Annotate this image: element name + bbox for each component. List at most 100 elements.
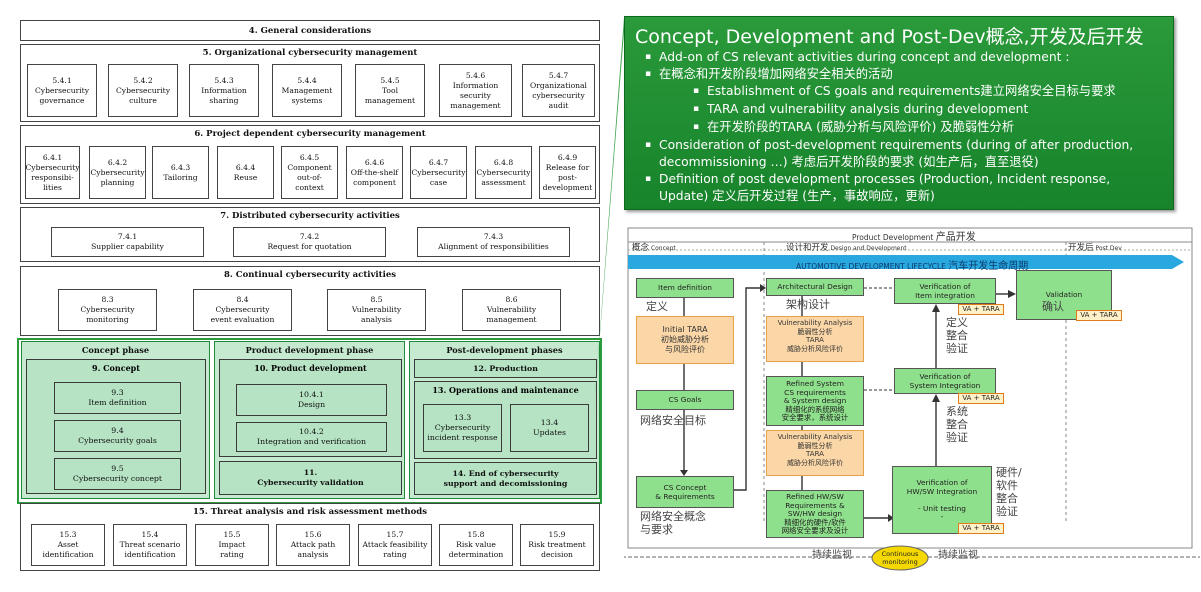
section-8: 8. Continual cybersecurity activities 8.…	[20, 266, 600, 336]
clause-box: 7.4.3 Alignment of responsibilities	[417, 227, 570, 257]
architectural-design-zh: 架构设计	[786, 298, 830, 311]
initial-tara-box: Initial TARA 初始威胁分析 与风险评价	[636, 316, 734, 364]
va-tara-badge: VA + TARA	[958, 523, 1004, 534]
bullet-icon: ▪	[693, 122, 700, 132]
clause-box: 6.4.6 Off-the-shelf component	[346, 146, 403, 199]
bullet-text: Update) 定义后开发过程 (生产，事故响应，更新)	[659, 189, 935, 203]
col-concept-zh: 概念	[632, 243, 650, 253]
col-postdev-en: Post Dev	[1095, 245, 1122, 252]
section-5: 5. Organizational cybersecurity manageme…	[20, 44, 600, 122]
eol-clause: 14. End of cybersecurity support and dec…	[414, 462, 597, 495]
bullet-icon: ▪	[645, 174, 652, 184]
bullet-text: 在开发阶段的TARA (威胁分析与风险评价) 及脆弱性分析	[707, 120, 1015, 134]
ops-clause: 13. Operations and maintenance 13.3 Cybe…	[414, 381, 597, 459]
clause-box: 5.4.2 Cybersecurity culture	[108, 64, 178, 117]
clause-box: 10.4.1 Design	[236, 384, 387, 416]
clause-box: 15.4 Threat scenario identification	[113, 524, 187, 566]
vulnerability-analysis-box: Vulnerability Analysis 脆弱性分析 TARA 威胁分析风险…	[766, 316, 864, 362]
section-15: 15. Threat analysis and risk assessment …	[20, 503, 600, 571]
bullet-text: Definition of post development processes…	[659, 172, 1111, 186]
clause-box: 5.4.7 Organizational cybersecurity audit	[522, 64, 595, 117]
product-clause-title: 10. Product development	[254, 363, 367, 373]
lifecycle-en: AUTOMOTIVE DEVELOPMENT LIFECYCLE	[796, 262, 946, 271]
col-postdev-zh: 开发后	[1068, 243, 1094, 253]
callout-pointer	[593, 18, 624, 422]
cs-concept-zh: 网络安全概念 与要求	[640, 510, 706, 536]
verification-hwsw-box: Verification of HW/SW Integration - Unit…	[892, 466, 992, 534]
clause-box: 6.4.7 Cybersecurity case	[410, 146, 467, 199]
cs-goals-zh: 网络安全目标	[640, 414, 706, 427]
clause-box: 5.4.6 Information security management	[439, 64, 512, 117]
bullet-line: ▪ 在概念和开发阶段增加网络安全相关的活动	[645, 67, 893, 81]
section-15-title: 15. Threat analysis and risk assessment …	[192, 507, 427, 517]
clause-box: 6.4.3 Tailoring	[152, 146, 209, 199]
bullet-text: 在概念和开发阶段增加网络安全相关的活动	[659, 67, 893, 81]
clause-box: 5.4.4 Management systems	[272, 64, 342, 117]
clause-box: 6.4.4 Reuse	[217, 146, 274, 199]
bullet-text: decommissioning …) 考虑后开发阶段的要求 (如生产后，直至退役…	[659, 155, 1039, 169]
bullet-text: Add-on of CS relevant activities during …	[659, 50, 1070, 64]
section-7-title: 7. Distributed cybersecurity activities	[220, 211, 400, 221]
clause-box: 6.4.8 Cybersecurity assessment	[475, 146, 532, 199]
product-phase: Product development phase 10. Product de…	[214, 341, 405, 499]
clause-box: 8.6 Vulnerability management	[462, 289, 561, 331]
clause-box: 9.3 Item definition	[54, 382, 181, 414]
clause-box: 15.7 Attack feasibility rating	[358, 524, 432, 566]
clause-box: 5.4.5 Tool management	[355, 64, 425, 117]
clause-box: 6.4.1 Cybersecurity responsibi- lities	[25, 146, 80, 199]
concept-phase: Concept phase 9. Concept 9.3 Item defini…	[21, 341, 210, 499]
bullet-line: ▪ Definition of post development processe…	[645, 172, 1111, 186]
flow-lines	[624, 227, 1200, 571]
bullet-line: ▪Consideration of post-development requi…	[645, 138, 1134, 152]
clause-box: 9.5 Cybersecurity concept	[54, 458, 181, 490]
clause-box: 7.4.2 Request for quotation	[233, 227, 386, 257]
section-7: 7. Distributed cybersecurity activities …	[20, 207, 600, 262]
section-6-title: 6. Project dependent cybersecurity manag…	[194, 129, 426, 139]
summary-banner: Concept, Development and Post-Dev概念,开发及后…	[624, 16, 1174, 210]
clause-box: 8.4 Cybersecurity event evaluation	[193, 289, 292, 331]
verification-hwsw-zh: 硬件/ 软件 整合 验证	[996, 466, 1022, 518]
bullet-line-cont: decommissioning …) 考虑后开发阶段的要求 (如生产后，直至退役…	[659, 155, 1039, 169]
clause-box: 13.3 Cybersecurity incident response	[423, 404, 502, 452]
clause-box: 5.4.1 Cybersecurity governance	[27, 64, 97, 117]
validation-clause: 11. Cybersecurity validation	[219, 461, 402, 495]
bullet-text: Consideration of post-development requir…	[659, 138, 1134, 152]
dev-lifecycle-diagram: Product Development 产品开发 概念 Concept 设计和开…	[624, 222, 1200, 572]
clause-box: 15.5 Impact rating	[195, 524, 269, 566]
section-4-title: 4. General considerations	[248, 26, 372, 36]
verification-system-box: Verification of System Integration	[894, 368, 996, 394]
bullet-icon: ▪	[645, 69, 652, 79]
bullet-text: Establishment of CS goals and requiremen…	[707, 84, 1116, 98]
bullet-icon: ▪	[693, 104, 700, 114]
validation-zh: 确认	[1042, 300, 1064, 313]
production-clause: 12. Production	[414, 359, 597, 378]
verification-system-zh: 系统 整合 验证	[946, 405, 968, 444]
verification-item-zh: 定义 整合 验证	[946, 316, 968, 355]
bullet-line: ▪TARA and vulnerability analysis during …	[693, 102, 1028, 116]
section-5-title: 5. Organizational cybersecurity manageme…	[202, 48, 418, 58]
va-tara-badge: VA + TARA	[1076, 310, 1122, 321]
verification-item-box: Verification of Item integration	[894, 278, 996, 304]
clause-box: 15.9 Risk treatment decision	[520, 524, 594, 566]
architectural-design-box: Architectural Design	[766, 278, 864, 296]
ops-clause-title: 13. Operations and maintenance	[432, 385, 579, 395]
clause-box: 8.5 Vulnerability analysis	[327, 289, 426, 331]
section-8-title: 8. Continual cybersecurity activities	[223, 270, 397, 280]
post-dev-phase-title: Post-development phases	[446, 345, 563, 355]
post-dev-phase: Post-development phases 12. Production 1…	[409, 341, 600, 499]
clause-box: 7.4.1 Supplier capability	[51, 227, 204, 257]
clause-box: 13.4 Updates	[510, 404, 589, 452]
refined-hwsw-box: Refined HW/SW Requirements & SW/HW desig…	[766, 490, 864, 538]
bullet-line: ▪ Establishment of CS goals and requireme…	[693, 84, 1116, 98]
product-phase-title: Product development phase	[245, 345, 374, 355]
clause-box: 10.4.2 Integration and verification	[236, 422, 387, 452]
col-concept: 概念 Concept	[632, 241, 676, 253]
concept-clause: 9. Concept 9.3 Item definition 9.4 Cyber…	[26, 359, 206, 494]
continuous-monitoring-badge: Continuous monitoring	[881, 550, 919, 566]
refined-system-box: Refined System CS requirements & System …	[766, 376, 864, 426]
cs-goals-box: CS Goals	[636, 390, 734, 410]
clause-box: 6.4.2 Cybersecurity planning	[89, 146, 146, 199]
bullet-icon: ▪	[693, 86, 700, 96]
flow-header-en: Product Development	[852, 233, 934, 242]
col-design: 设计和开发 Design and Development	[786, 241, 907, 253]
